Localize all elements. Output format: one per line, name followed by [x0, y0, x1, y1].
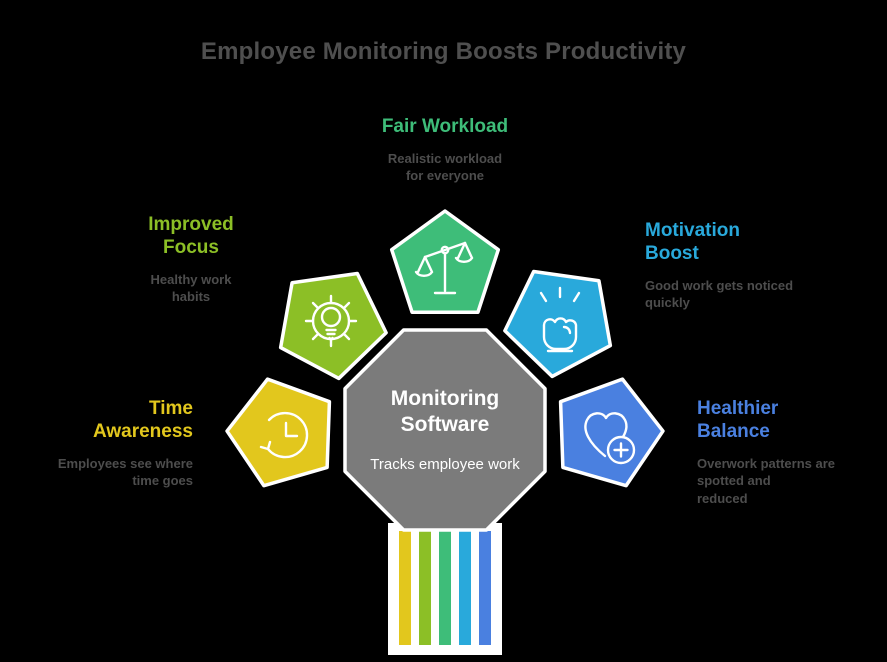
page-title: Employee Monitoring Boosts Productivity	[200, 38, 687, 65]
benefit-healthier-balance: Healthier Balance Overwork patterns are …	[697, 398, 862, 507]
fist-icon	[539, 286, 581, 353]
clock-history-icon	[259, 411, 309, 459]
benefit-time-awareness: Time Awareness Employees see where time …	[37, 398, 193, 490]
pentagon-motivation-boost	[500, 259, 620, 379]
pentagon-fair-workload	[385, 205, 505, 325]
benefit-description: Overwork patterns are spotted and reduce…	[697, 455, 836, 506]
pentagon-shape	[225, 377, 332, 488]
pentagon-shape	[558, 377, 665, 488]
stem-stripe-3	[439, 531, 451, 645]
stem-stripe-1	[399, 531, 411, 645]
benefit-label: Fair Workload	[381, 116, 509, 137]
benefit-motivation-boost: Motivation Boost Good work gets noticed …	[645, 220, 820, 312]
center-title: Monitoring Software	[390, 387, 500, 437]
benefit-description: Realistic workload for everyone	[387, 150, 503, 184]
stem-stripe-4	[459, 531, 471, 645]
benefit-label: Healthier Balance	[697, 398, 779, 442]
stem-stripe-2	[419, 531, 431, 645]
center-octagon-text: Monitoring Software Tracks employee work	[340, 325, 550, 535]
heart-plus-icon	[584, 412, 636, 465]
benefit-improved-focus: Improved Focus Healthy work habits	[128, 214, 254, 306]
benefit-label: Time Awareness	[93, 398, 193, 442]
scales-icon	[414, 241, 474, 295]
color-stem	[388, 523, 502, 660]
benefit-fair-workload: Fair Workload Realistic workload for eve…	[315, 116, 575, 185]
pentagon-shape	[503, 269, 613, 379]
benefit-description: Employees see where time goes	[57, 455, 193, 489]
stem-stripe-5	[479, 531, 491, 645]
benefit-label: Motivation Boost	[645, 220, 740, 264]
pentagon-improved-focus	[271, 261, 391, 381]
pentagon-time-awareness	[223, 371, 343, 491]
center-octagon	[340, 325, 550, 535]
center-subtitle: Tracks employee work	[370, 455, 520, 473]
benefit-description: Healthy work habits	[150, 271, 232, 305]
gear-lightbulb-icon	[304, 294, 358, 348]
benefit-label: Improved Focus	[148, 214, 234, 258]
benefit-description: Good work gets noticed quickly	[645, 277, 794, 311]
octagon-shape	[343, 328, 547, 532]
pentagon-healthier-balance	[547, 371, 667, 491]
